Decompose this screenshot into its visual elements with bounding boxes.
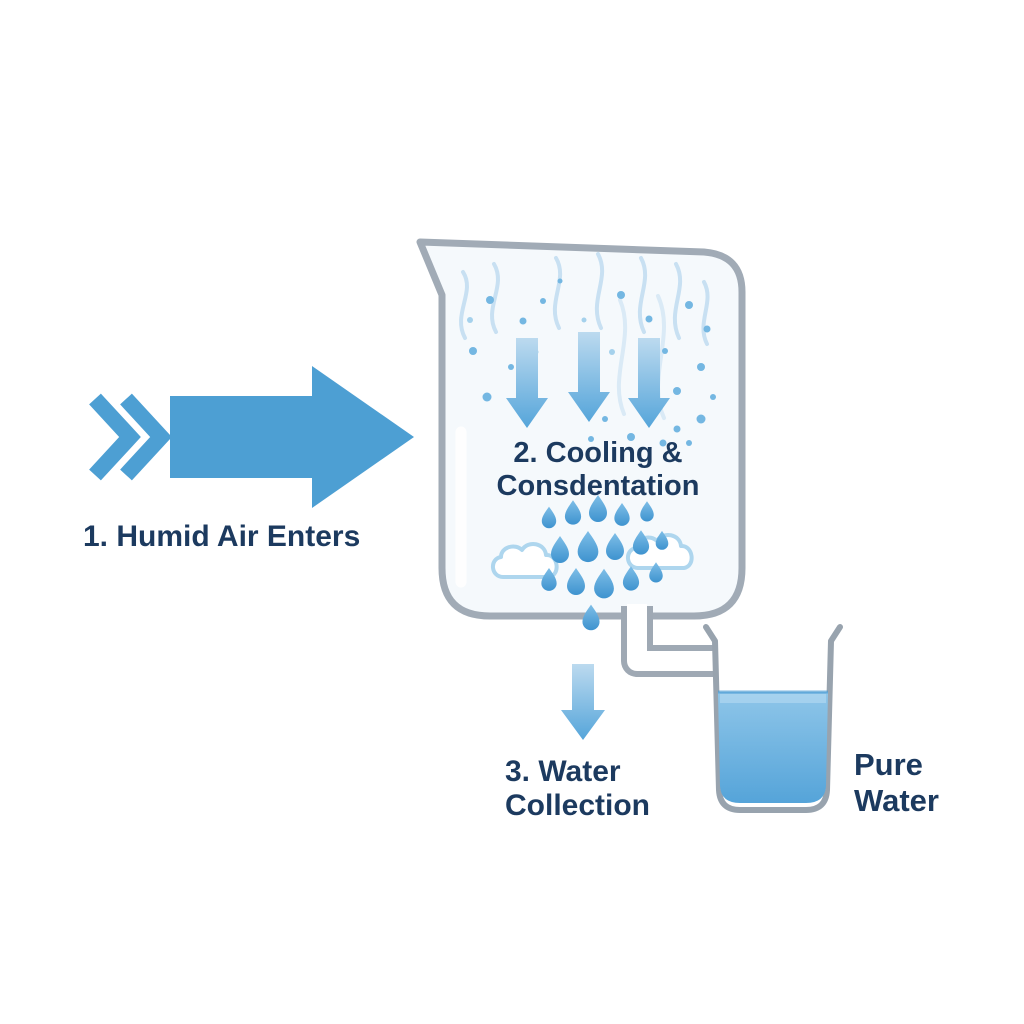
step2-label-line1: 2. Cooling & (513, 437, 683, 469)
pure-water-label: Pure Water (854, 747, 939, 819)
right-arrow-icon (170, 366, 414, 508)
water-surface-highlight (720, 694, 826, 703)
collection-beaker (703, 624, 843, 813)
chevron-marks-icon (89, 393, 172, 481)
pure-water-label-line2: Water (854, 783, 939, 818)
collection-pipe (621, 604, 716, 677)
water-droplets-icon (541, 495, 669, 631)
drain-droplet-icon (582, 604, 600, 631)
pure-water-fill (718, 692, 828, 803)
step2-label-line2: Consdentation (496, 470, 700, 502)
step3-label: 3. Water Collection (505, 755, 650, 823)
step1-label: 1. Humid Air Enters (83, 520, 361, 553)
step3-label-line1: 3. Water (505, 755, 621, 788)
chamber-outline (416, 238, 746, 620)
collection-arrow-icon (561, 664, 605, 740)
step3-label-line2: Collection (505, 789, 651, 822)
step2-label: 2. Cooling & Consdentation (450, 437, 746, 503)
pure-water-label-line1: Pure (854, 747, 923, 782)
cloud-icons (491, 533, 694, 579)
condensation-chamber (416, 238, 746, 631)
cooling-arrows-icon (506, 332, 670, 428)
humid-air-arrow (89, 366, 414, 508)
vapor-dots-icon (467, 278, 716, 447)
air-stream-lines-icon (459, 252, 710, 420)
